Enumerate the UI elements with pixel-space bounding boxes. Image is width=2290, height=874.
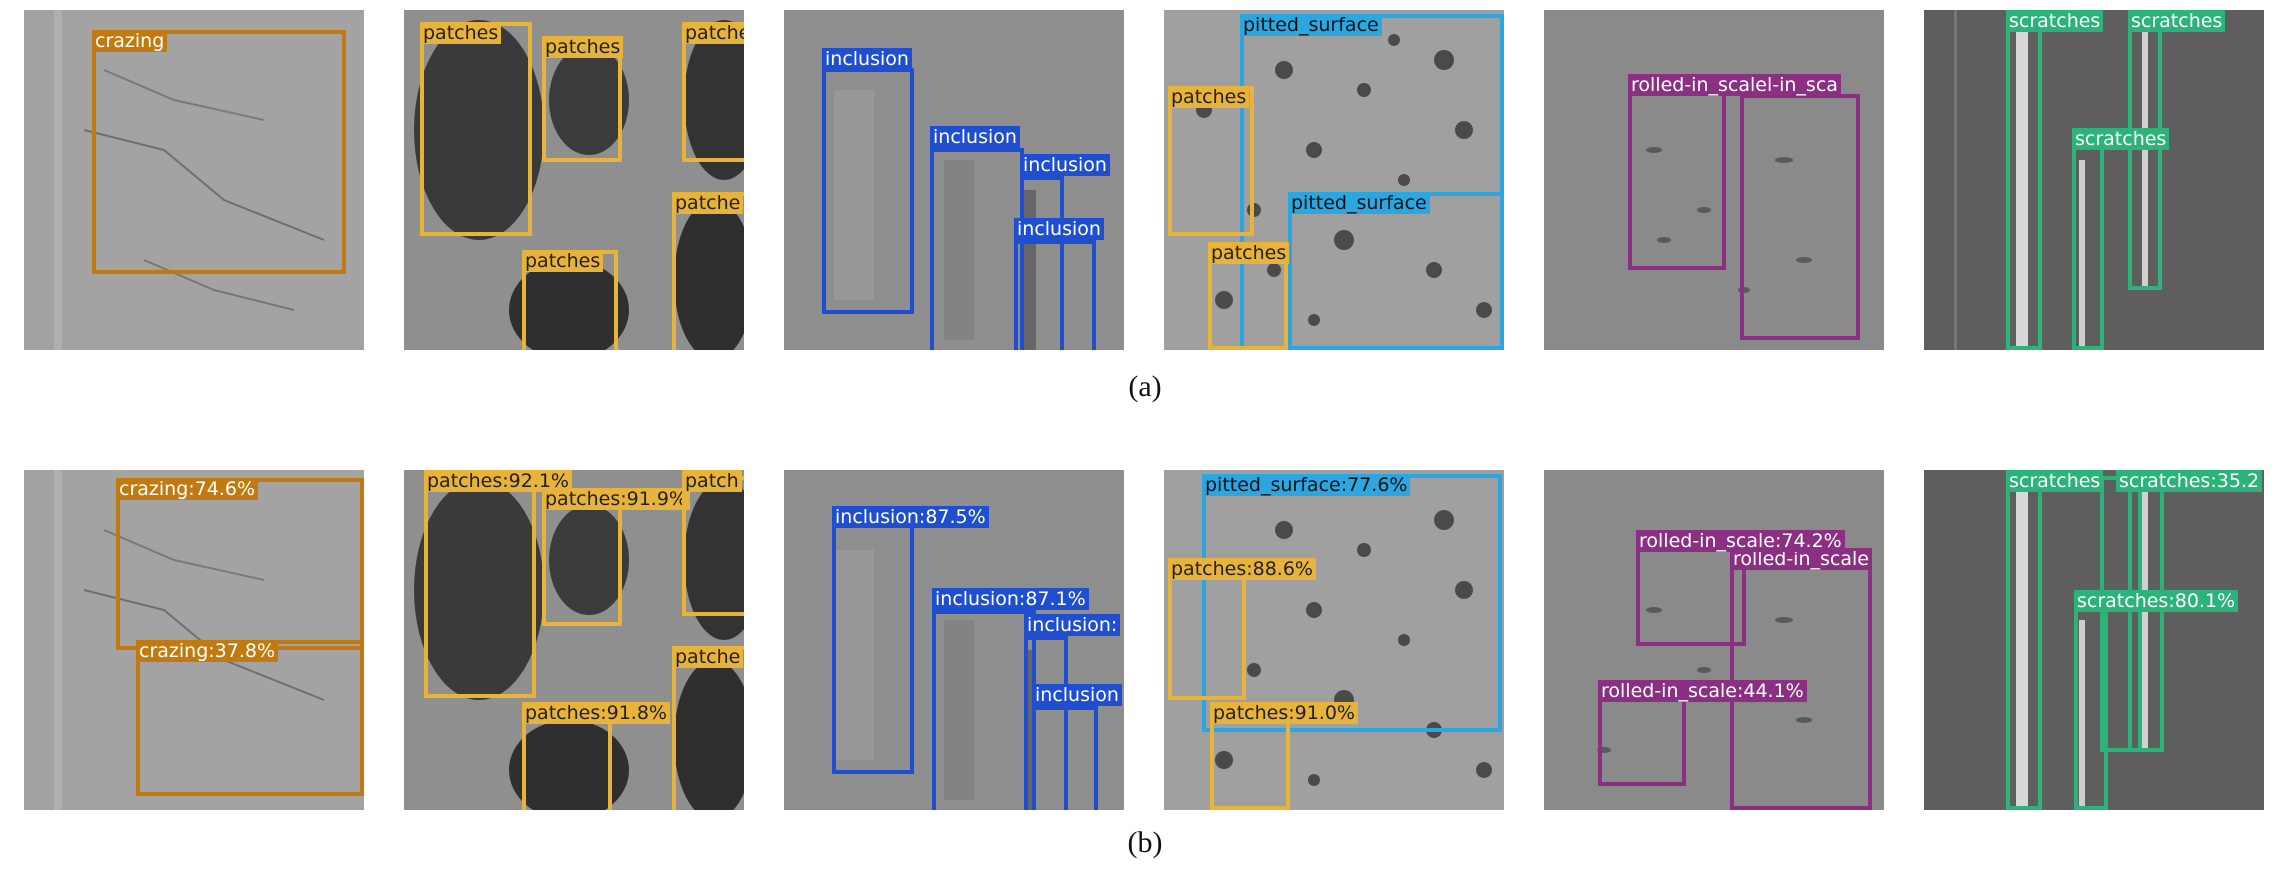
steel-texture-image	[1924, 10, 2264, 350]
label-patches: patche	[682, 22, 744, 44]
label-patches: patches	[1168, 86, 1250, 108]
bbox-patches	[1168, 86, 1254, 236]
label-rolled-in-scale: rolled-in_scale:74.2%	[1636, 530, 1845, 552]
bbox-pitted-surface	[1288, 192, 1504, 350]
steel-texture-image	[404, 470, 744, 810]
bbox-scratches	[2128, 18, 2162, 290]
label-patches: patches	[1208, 242, 1290, 264]
bbox-patches	[1210, 720, 1290, 810]
panel-a-rolled: rolled-in_scalel-in_sca	[1544, 10, 1884, 350]
label-patches: patches	[420, 22, 502, 44]
label-patches: patches	[542, 36, 624, 58]
label-patches: patche	[672, 192, 744, 214]
bbox-scratches	[2074, 606, 2108, 810]
label-inclusion: inclusion	[1014, 218, 1104, 240]
caption-b: (b)	[1127, 826, 1163, 859]
label-rolled-in-scale: rolled-in_scale:44.1%	[1598, 680, 1807, 702]
label-scratches: scratches	[2006, 10, 2104, 32]
steel-texture-image	[24, 10, 364, 350]
bbox-rolled-in-scale	[1628, 74, 1726, 270]
bbox-crazing	[116, 478, 364, 650]
bbox-inclusion	[1024, 636, 1068, 810]
panel-b-pitted: pitted_surface:77.6% patches:88.6% patch…	[1164, 470, 1504, 810]
label-inclusion: inclusion:87.1%	[932, 588, 1089, 610]
label-inclusion: inclusion:87.5%	[832, 506, 989, 528]
bbox-patches	[542, 490, 622, 626]
bbox-crazing	[136, 640, 364, 796]
bbox-patches	[420, 22, 532, 236]
bbox-inclusion	[1020, 176, 1064, 350]
steel-texture-image	[404, 10, 744, 350]
label-patches: patches	[522, 250, 604, 272]
panel-a-crazing: crazing	[24, 10, 364, 350]
label-patches: patch	[682, 470, 742, 492]
label-patches: patches:91.8%	[522, 702, 670, 724]
bbox-crazing	[92, 30, 346, 274]
label-scratches: scratches	[2006, 470, 2104, 492]
steel-texture-image	[1164, 470, 1504, 810]
bbox-rolled-in-scale	[1740, 94, 1860, 340]
panel-a-patches: patches patches patche patche patches	[404, 10, 744, 350]
panel-a-pitted: pitted_surface patches pitted_surface pa…	[1164, 10, 1504, 350]
panel-a-inclusion: inclusion inclusion inclusion inclusion	[784, 10, 1124, 350]
label-inclusion: inclusion:	[1024, 614, 1121, 636]
bbox-inclusion	[1032, 706, 1098, 810]
label-crazing: crazing	[92, 30, 168, 52]
bbox-inclusion	[832, 510, 914, 774]
label-crazing: crazing:74.6%	[116, 478, 259, 500]
label-scratches: scratches	[2128, 10, 2226, 32]
label-scratches: scratches	[2072, 128, 2170, 150]
label-patches: patches:92.1%	[424, 470, 572, 492]
bbox-scratches	[2006, 18, 2042, 350]
label-pitted-surface: pitted_surface:77.6%	[1202, 474, 1411, 496]
label-rolled-in-scale: rolled-in_scale	[1730, 548, 1872, 570]
label-rolled-in-scale: rolled-in_scalel-in_sca	[1628, 74, 1841, 96]
label-patches: patche	[672, 646, 744, 668]
panel-b-crazing: crazing:74.6% crazing:37.8%	[24, 470, 364, 810]
bbox-inclusion	[822, 68, 914, 314]
bbox-rolled-in-scale	[1598, 698, 1686, 786]
panel-a-scratches: scratches scratches scratches	[1924, 10, 2264, 350]
steel-texture-image	[1544, 470, 1884, 810]
label-patches: patches:88.6%	[1168, 558, 1316, 580]
bbox-inclusion	[932, 610, 1036, 810]
bbox-inclusion	[930, 148, 1024, 350]
label-patches: patches:91.9%	[542, 488, 690, 510]
caption-a: (a)	[1128, 370, 1162, 403]
label-inclusion: inclusion	[822, 48, 912, 70]
label-inclusion: inclusion	[1032, 684, 1122, 706]
bbox-patches	[672, 646, 744, 810]
bbox-scratches	[2128, 476, 2164, 752]
bbox-inclusion	[1014, 240, 1096, 350]
label-inclusion: inclusion	[1020, 154, 1110, 176]
label-scratches: scratches:35.2	[2116, 470, 2263, 492]
steel-texture-image	[1164, 10, 1504, 350]
label-crazing: crazing:37.8%	[136, 640, 279, 662]
bbox-patches	[1168, 562, 1246, 700]
panel-b-inclusion: inclusion:87.5% inclusion:87.1% inclusio…	[784, 470, 1124, 810]
bbox-patches	[682, 476, 744, 616]
bbox-pitted-surface	[1202, 474, 1502, 732]
bbox-scratches	[2006, 476, 2042, 810]
bbox-scratches	[2072, 144, 2104, 350]
bbox-patches	[672, 192, 744, 350]
label-patches: patches:91.0%	[1210, 702, 1358, 724]
label-pitted-surface: pitted_surface	[1288, 192, 1430, 214]
label-scratches: scratches:80.1%	[2074, 590, 2239, 612]
label-pitted-surface: pitted_surface	[1240, 14, 1382, 36]
label-inclusion: inclusion	[930, 126, 1020, 148]
panel-b-patches: patches:92.1% patches:91.9% patch patche…	[404, 470, 744, 810]
panel-b-rolled: rolled-in_scale rolled-in_scale:74.2% ro…	[1544, 470, 1884, 810]
steel-texture-image	[1544, 10, 1884, 350]
bbox-patches	[424, 476, 536, 698]
panel-b-scratches: scratches scratches:35.2 scratches:80.1%	[1924, 470, 2264, 810]
